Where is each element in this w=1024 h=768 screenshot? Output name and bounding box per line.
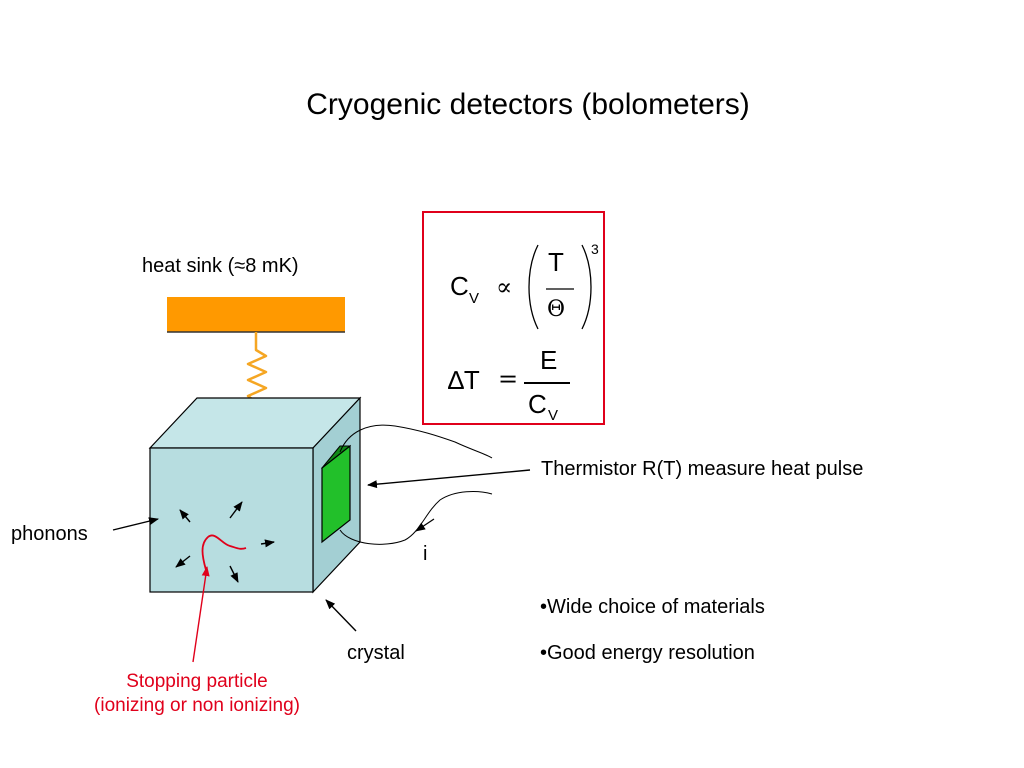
bullet-item: •Wide choice of materials bbox=[540, 596, 765, 618]
denominator-c: C bbox=[528, 389, 547, 419]
heat-sink-label: heat sink (≈8 mK) bbox=[142, 255, 299, 277]
phonons-pointer-arrow bbox=[112, 517, 159, 531]
phonon-arrow bbox=[179, 509, 191, 523]
numerator-e: E bbox=[540, 345, 558, 375]
stopping-particle-line2: (ionizing or non ionizing) bbox=[94, 695, 300, 716]
crystal-label: crystal bbox=[347, 642, 405, 664]
denominator-theta: Θ bbox=[547, 297, 566, 322]
phonon-arrow bbox=[229, 501, 243, 519]
fraction-parentheses bbox=[528, 244, 592, 330]
crystal-cube bbox=[148, 396, 362, 594]
current-label: i bbox=[423, 543, 428, 565]
phonon-arrow bbox=[229, 565, 239, 583]
cv-subscript: V bbox=[469, 290, 480, 307]
fraction-bar bbox=[524, 382, 570, 384]
exponent: 3 bbox=[591, 241, 599, 257]
crystal-pointer-arrow bbox=[325, 599, 357, 632]
phonons-label: phonons bbox=[11, 523, 88, 545]
thermistor-pointer-arrow bbox=[367, 469, 531, 489]
bullet-item: •Good energy resolution bbox=[540, 642, 755, 664]
numerator-t: T bbox=[548, 247, 564, 277]
thermistor-wire-top bbox=[339, 424, 493, 459]
proportional-symbol: ∝ bbox=[496, 273, 513, 301]
stopping-particle-label: Stopping particle (ionizing or non ioniz… bbox=[0, 670, 394, 718]
particle-track bbox=[201, 534, 247, 571]
phonon-arrows bbox=[175, 501, 275, 583]
phonon-arrow bbox=[260, 539, 275, 548]
denominator-c-subscript: V bbox=[548, 407, 559, 424]
stopping-particle-line1: Stopping particle bbox=[126, 671, 268, 692]
feature-bullets: •Wide choice of materials •Good energy r… bbox=[540, 584, 765, 676]
cv-symbol: C bbox=[450, 271, 469, 301]
page-title: Cryogenic detectors (bolometers) bbox=[306, 88, 750, 121]
equals-sign: = bbox=[498, 365, 519, 393]
delta-t: ∆T bbox=[448, 365, 480, 395]
formula-box: C V ∝ T Θ 3 ∆T = E C V bbox=[422, 211, 605, 425]
current-arrow bbox=[415, 518, 435, 532]
heat-sink-bar bbox=[167, 297, 345, 332]
phonon-arrow bbox=[175, 555, 191, 568]
stopping-particle-arrow bbox=[192, 566, 210, 663]
thermistor-wire-bottom bbox=[339, 491, 493, 545]
thermistor-chip bbox=[321, 444, 351, 544]
thermistor-label: Thermistor R(T) measure heat pulse bbox=[541, 458, 864, 480]
